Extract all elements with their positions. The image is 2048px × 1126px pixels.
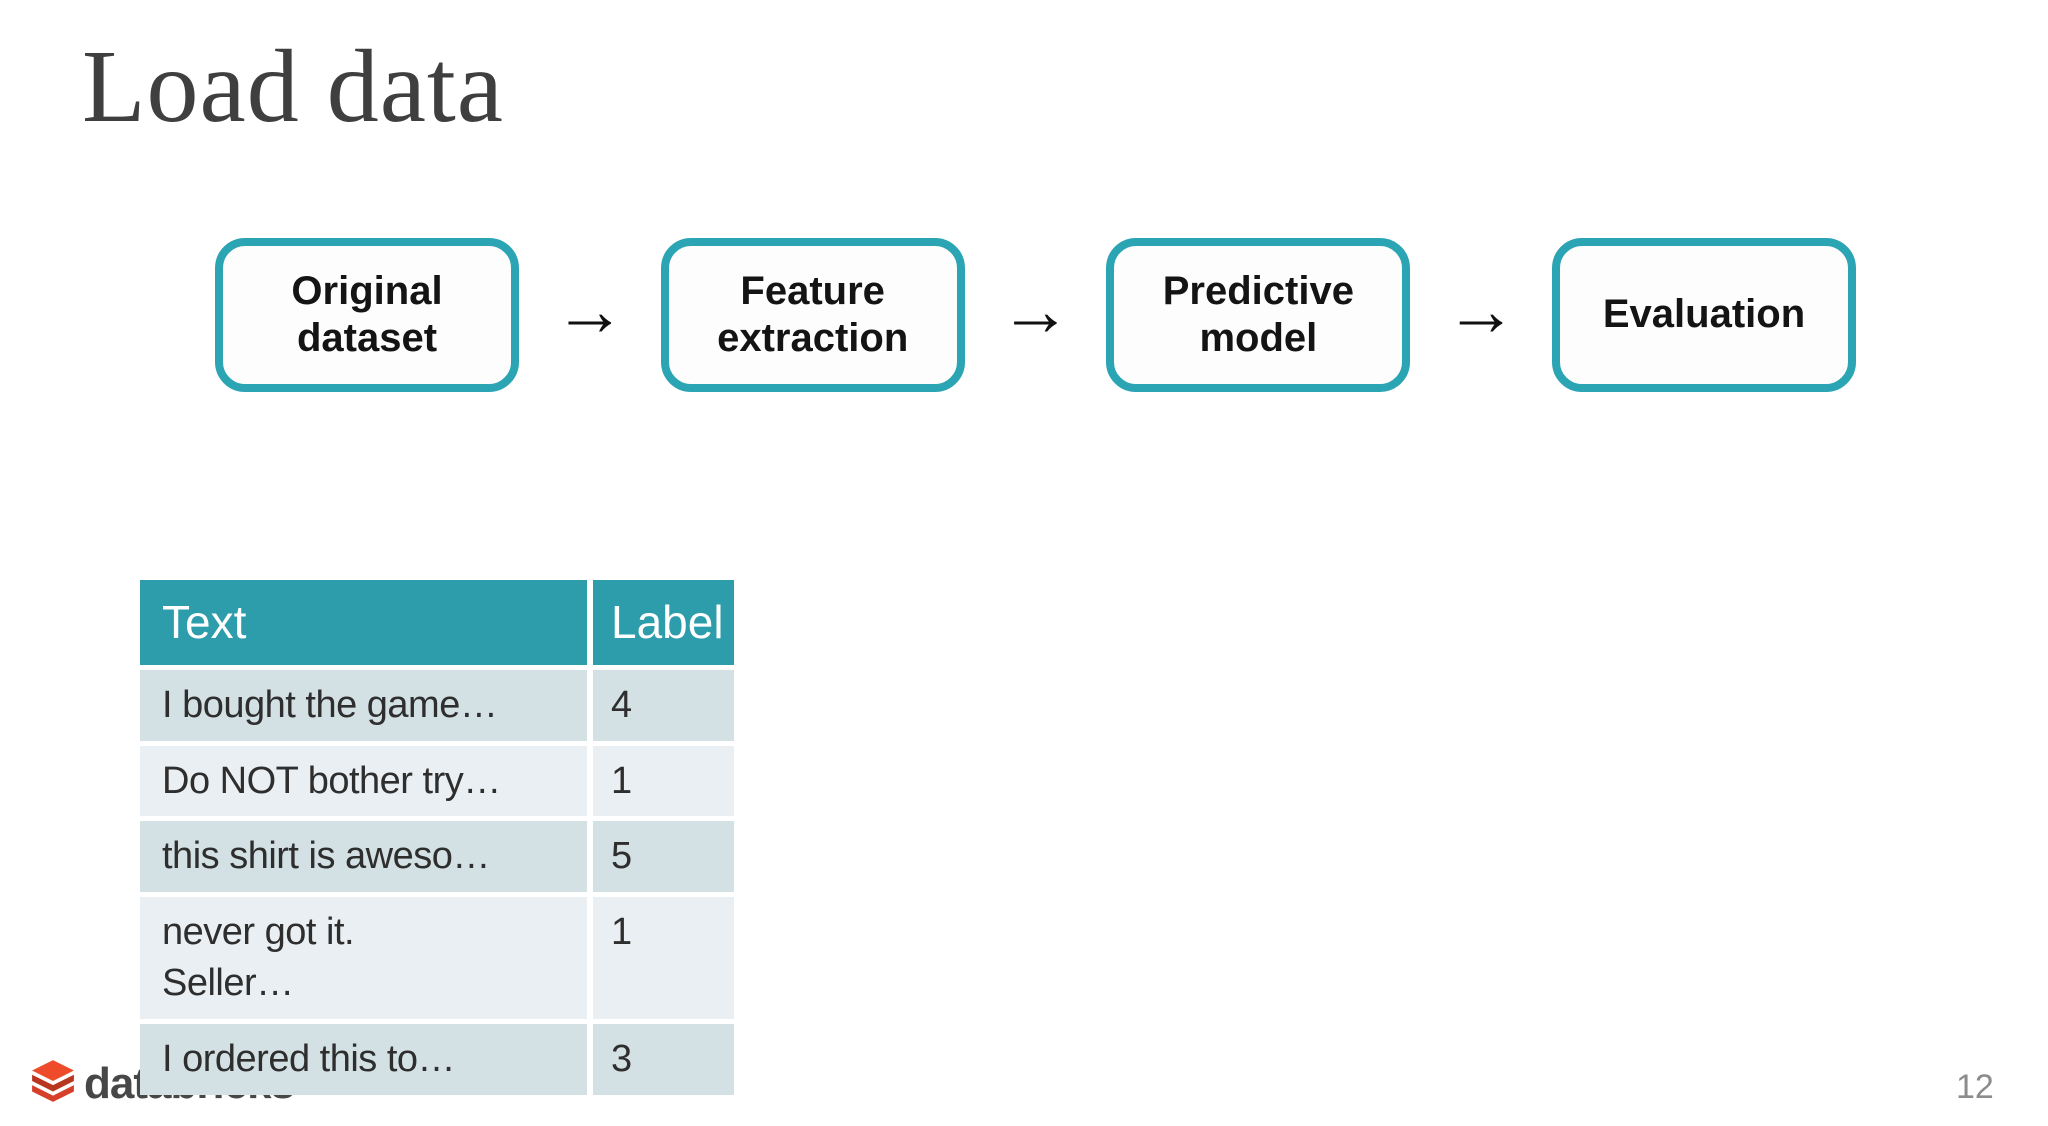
table-cell-label: 4	[593, 669, 734, 741]
flow-step-feature-extraction: Feature extraction	[660, 238, 965, 392]
table-row: Do NOT bother try… 1	[140, 745, 734, 817]
table-header-label: Label	[593, 580, 734, 665]
table-header-row: Text Label	[140, 580, 734, 665]
table-cell-label: 3	[593, 1024, 734, 1096]
flow-step-label: Feature extraction	[717, 268, 909, 360]
arrow-right-icon: →	[553, 271, 626, 351]
table-cell-label: 1	[593, 745, 734, 817]
table-cell-label: 1	[593, 897, 734, 1020]
table-row: I bought the game… 4	[140, 669, 734, 741]
flow-diagram: Original dataset → Feature extraction → …	[215, 238, 1857, 392]
flow-step-label: Predictive model	[1162, 268, 1354, 360]
table-cell-text: Do NOT bother try…	[140, 745, 587, 817]
arrow-right-icon: →	[1445, 271, 1518, 351]
table-cell-text: this shirt is aweso…	[140, 821, 587, 893]
page-number: 12	[1956, 1068, 1994, 1106]
table-row: I ordered this to… 3	[140, 1024, 734, 1096]
table-row: this shirt is aweso… 5	[140, 821, 734, 893]
arrow-right-icon: →	[999, 271, 1072, 351]
flow-step-original-dataset: Original dataset	[215, 238, 519, 392]
dataset-table: Text Label I bought the game… 4 Do NOT b…	[140, 580, 734, 1100]
flow-step-label: Original dataset	[291, 268, 443, 360]
table-header-text: Text	[140, 580, 587, 665]
flow-step-predictive-model: Predictive model	[1106, 238, 1411, 392]
table-cell-text: I bought the game…	[140, 669, 587, 741]
table-cell-label: 5	[593, 821, 734, 893]
flow-step-evaluation: Evaluation	[1552, 238, 1857, 392]
table-cell-text: I ordered this to…	[140, 1024, 587, 1096]
databricks-bricks-icon	[32, 1060, 74, 1102]
page-title: Load data	[82, 29, 504, 144]
table-row: never got it. Seller… 1	[140, 897, 734, 1020]
flow-step-label: Evaluation	[1602, 292, 1806, 337]
table-cell-text: never got it. Seller…	[140, 897, 587, 1020]
